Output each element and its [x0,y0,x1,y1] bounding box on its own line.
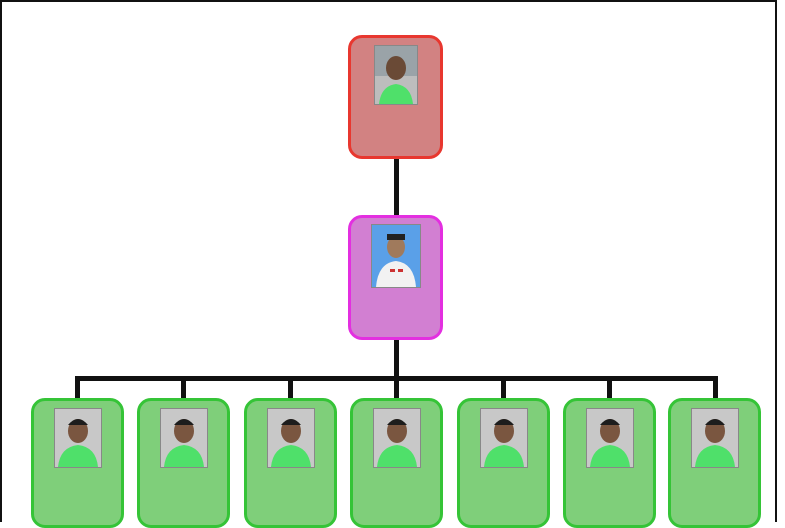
connector-deputy-bus [394,340,399,378]
diagram-frame [0,0,777,522]
connector-head-deputy [394,158,399,216]
staff-photo [690,408,739,468]
deputy-photo [370,224,421,288]
head-photo [373,45,418,105]
org-node-staff [563,398,656,528]
org-node-staff [668,398,761,528]
org-node-staff [457,398,550,528]
connector-staff-4 [394,376,399,402]
org-node-staff [350,398,443,528]
org-node-deputy [348,215,443,340]
staff-photo [372,408,421,468]
connector-staff-6 [607,376,612,402]
connector-staff-3 [288,376,293,402]
staff-photo [159,408,208,468]
connector-staff-7 [713,376,718,402]
org-node-staff [31,398,124,528]
staff-photo [53,408,102,468]
org-node-staff [137,398,230,528]
staff-photo [585,408,634,468]
connector-staff-1 [75,376,80,402]
org-node-head [348,35,443,159]
staff-photo [266,408,315,468]
connector-staff-2 [181,376,186,402]
staff-photo [479,408,528,468]
org-node-staff [244,398,337,528]
connector-staff-5 [501,376,506,402]
